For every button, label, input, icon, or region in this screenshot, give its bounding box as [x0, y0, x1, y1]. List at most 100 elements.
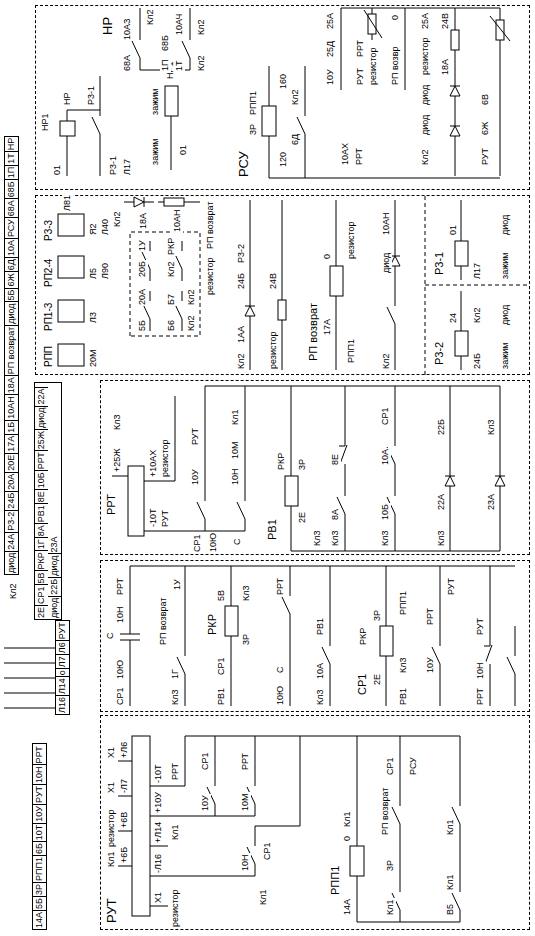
terminal-strip: 14А5Б3РРПП16Б10Т10УРУТ10НРРТ	[32, 743, 47, 930]
wire-label: +10АХ	[148, 449, 159, 478]
wire-label: Л5	[88, 267, 99, 280]
wire-label: Б6	[166, 319, 177, 332]
wire-label: 01	[178, 144, 189, 156]
wire-label: РСУ	[408, 756, 419, 776]
wire-label: зажим	[500, 342, 511, 370]
wire-label: резистор	[170, 889, 181, 929]
wire-label: Кл2	[196, 19, 207, 37]
terminal-label: 10У	[33, 804, 46, 823]
wire-label: 0	[342, 835, 353, 842]
wire-label: РРТ	[355, 39, 366, 58]
wire-label: РУТ	[475, 617, 486, 636]
wire-label: Кл3	[112, 414, 123, 432]
terminal-label: 68Б	[5, 179, 18, 198]
terminal-label: 1Б	[5, 420, 18, 434]
wire-label: 10АН	[381, 211, 392, 236]
wire-label: РУТ	[446, 577, 457, 596]
terminal-label: 1Т	[5, 151, 18, 165]
wire-label: РРТ	[170, 762, 181, 781]
terminal-label: диод	[48, 596, 61, 619]
terminal-label: Л14	[56, 676, 69, 695]
terminal-label: РП возврат	[5, 325, 18, 375]
panel-heading: РСУ	[237, 151, 252, 177]
wire-label: Кл3	[380, 530, 391, 548]
wire-label: Кл2	[290, 89, 301, 107]
wire-label: 10Б	[380, 503, 391, 521]
terminal-label: РВ1	[35, 503, 48, 523]
wire-label: Р3-2	[236, 243, 247, 264]
wire-label: 0	[322, 253, 333, 260]
terminal-label: 22А	[35, 387, 48, 406]
wire-label: С	[232, 538, 243, 547]
circuit-panel: РУТРПП1	[100, 715, 530, 930]
wire-label: диод	[420, 114, 431, 136]
panel-heading: РКР	[206, 614, 219, 635]
wire-label: 3Р	[372, 609, 383, 622]
wire-label: В5	[445, 903, 456, 916]
terminal-label: о	[56, 668, 69, 676]
wire-label: 5Б	[137, 319, 148, 332]
wire-label: 1У	[137, 239, 148, 252]
wire-label: РКР	[166, 237, 177, 256]
wire-label: С	[275, 666, 286, 675]
wire-label: 24Б	[236, 272, 247, 290]
wire-label: Л81	[62, 194, 73, 212]
terminal-label: диод	[48, 553, 61, 576]
wire-label: Кл3	[398, 657, 409, 675]
panel-heading: РП возврат	[307, 303, 320, 361]
wire-label: резистор	[368, 47, 379, 87]
wire-label: Кл2	[420, 149, 431, 167]
wire-label: РП возврат	[205, 201, 216, 250]
panel-heading: РП2-4	[43, 259, 55, 287]
wire-label: 20А	[137, 288, 148, 306]
wire-label: Л3	[88, 311, 99, 324]
wire-label: РРТ	[275, 577, 286, 596]
wire-label: 24В	[268, 272, 279, 290]
wire-label: 10А	[380, 448, 391, 466]
wire-label: 22А	[436, 493, 447, 511]
terminal-strip: 2ЕСР15ВРКР1Г8АРВ18Е10БРРТ25Ждиод22Адиод2…	[34, 382, 62, 620]
wire-label: +6В	[119, 811, 130, 829]
wire-label: 120	[278, 151, 289, 168]
terminal-label: диод	[5, 301, 18, 324]
wire-label: Кл2	[166, 261, 177, 279]
terminal-label: 25Ж	[35, 429, 48, 450]
terminal-label: 24Б	[5, 491, 18, 510]
wire-label: Кл2	[8, 583, 19, 601]
wire-label: 1АА	[236, 325, 247, 344]
wire-label: Кл2	[186, 315, 197, 333]
wire-label: 10АЗ	[122, 18, 133, 41]
wire-label: С	[105, 632, 116, 641]
terminal-label: РПП1	[33, 855, 46, 882]
wire-label: Кл1	[342, 811, 353, 829]
terminal-label: 68А	[5, 198, 18, 217]
wire-label: 6Ж	[480, 121, 491, 136]
wire-label: РКР	[276, 452, 287, 471]
wire-label: Л17	[122, 158, 133, 176]
wire-label: 18А	[138, 212, 149, 230]
wire-label: 01	[448, 224, 459, 236]
terminal-label: диод	[5, 551, 18, 574]
wire-label: Кл2	[472, 307, 483, 325]
wire-label: Р3-1	[108, 155, 119, 176]
terminal-strip: диод24АР3-224Б20А20Е17А1Б10АН18АРП возвр…	[4, 136, 19, 575]
terminal-label: РСУ	[5, 217, 18, 238]
wire-label: 10АХ	[340, 142, 351, 166]
terminal-label: 10Т	[33, 823, 46, 842]
wire-label: РРТ	[240, 752, 251, 771]
wire-label: резистор	[160, 439, 171, 479]
wire-label: 24В	[440, 12, 451, 30]
terminal-label: 17А	[5, 434, 18, 453]
wire-label: 6В	[480, 93, 491, 106]
panel-heading: Р3-3	[43, 220, 55, 241]
wire-label: 10А	[315, 662, 326, 680]
panel-heading: РПП	[43, 346, 55, 367]
wire-label: Кл1	[258, 889, 269, 907]
wire-label: Кл3	[330, 530, 341, 548]
terminal-label: 20Е	[5, 453, 18, 472]
wire-label: 24	[448, 312, 459, 324]
wire-label: Кл3	[312, 530, 323, 548]
terminal-label: 2Е	[35, 605, 48, 619]
